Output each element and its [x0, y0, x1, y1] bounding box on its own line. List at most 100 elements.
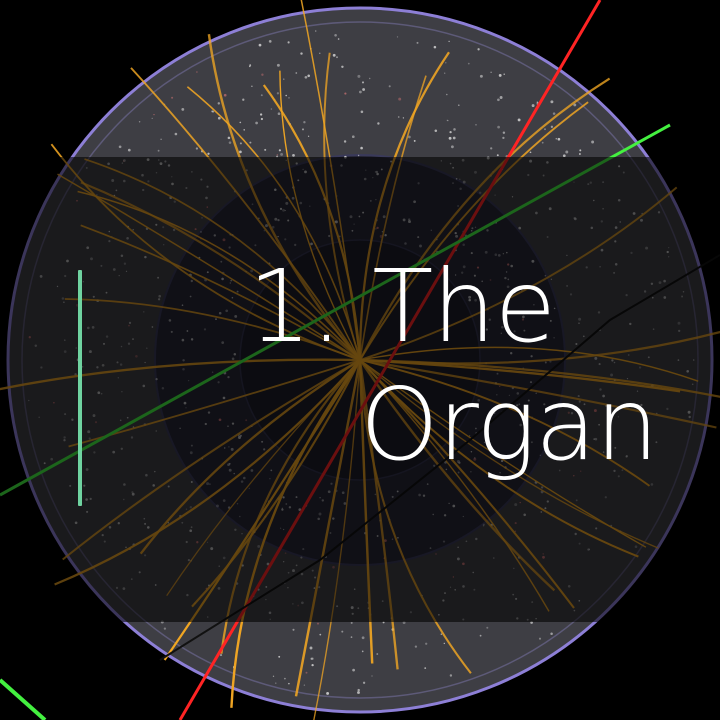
- detector-hit: [285, 94, 288, 97]
- detector-hit: [497, 98, 500, 102]
- detector-hit: [477, 48, 480, 51]
- detector-hit: [157, 149, 160, 152]
- detector-hit: [292, 628, 295, 631]
- detector-hit: [319, 52, 321, 54]
- detector-hit: [270, 108, 273, 110]
- detector-hit: [552, 112, 556, 115]
- detector-hit: [295, 72, 298, 74]
- detector-hit: [300, 52, 303, 55]
- detector-hit: [359, 90, 362, 94]
- detector-hit: [486, 626, 489, 629]
- detector-hit: [434, 129, 438, 132]
- detector-hit: [337, 38, 340, 40]
- detector-hit: [307, 135, 310, 137]
- detector-hit: [467, 62, 470, 65]
- detector-hit: [261, 73, 264, 76]
- detector-hit: [260, 94, 263, 97]
- detector-hit: [398, 97, 402, 101]
- detector-hit: [557, 137, 561, 141]
- detector-hit: [174, 132, 178, 136]
- detector-hit: [284, 677, 286, 680]
- detector-hit: [361, 650, 364, 653]
- detector-hit: [448, 40, 450, 43]
- detector-hit: [402, 117, 405, 119]
- detector-hit: [529, 151, 532, 154]
- slide-title-line-1: 1. The: [248, 248, 556, 365]
- detector-hit: [160, 138, 162, 140]
- detector-hit: [258, 43, 262, 47]
- detector-hit: [276, 63, 280, 67]
- detector-hit: [196, 71, 198, 73]
- detector-hit: [536, 101, 538, 103]
- detector-hit: [449, 130, 452, 134]
- detector-hit: [302, 128, 304, 131]
- detector-hit: [413, 139, 416, 142]
- detector-hit: [361, 636, 365, 640]
- detector-hit: [138, 121, 141, 123]
- detector-hit: [277, 112, 281, 116]
- detector-hit: [211, 110, 214, 113]
- detector-hit: [239, 121, 242, 124]
- detector-hit: [408, 135, 411, 139]
- detector-hit: [498, 73, 502, 77]
- detector-hit: [362, 681, 366, 684]
- detector-hit: [360, 110, 364, 114]
- detector-hit: [304, 75, 308, 79]
- detector-hit: [303, 121, 306, 124]
- detector-hit: [228, 141, 232, 144]
- detector-hit: [278, 149, 281, 152]
- detector-hit: [305, 671, 308, 674]
- detector-hit: [591, 140, 595, 144]
- detector-hit: [479, 634, 482, 637]
- detector-hit: [255, 121, 258, 125]
- detector-hit: [357, 691, 360, 694]
- detector-hit: [163, 627, 167, 630]
- detector-hit: [550, 125, 554, 128]
- detector-hit: [249, 64, 252, 66]
- detector-hit: [332, 53, 336, 57]
- detector-hit: [579, 149, 582, 152]
- detector-hit: [424, 667, 427, 669]
- detector-hit: [531, 104, 535, 108]
- detector-hit: [311, 657, 314, 660]
- detector-hit: [249, 65, 251, 68]
- detector-hit: [565, 150, 569, 154]
- detector-hit: [219, 654, 223, 657]
- detector-hit: [344, 92, 347, 95]
- detector-hit: [314, 30, 317, 32]
- detector-hit: [292, 154, 295, 157]
- detector-hit: [195, 147, 199, 150]
- detector-hit: [376, 653, 379, 655]
- detector-hit: [352, 668, 355, 672]
- detector-hit: [450, 145, 454, 149]
- detector-hit: [357, 688, 360, 692]
- detector-hit: [278, 655, 281, 658]
- detector-hit: [272, 675, 275, 677]
- detector-hit: [351, 135, 355, 139]
- detector-hit: [446, 119, 448, 121]
- detector-hit: [357, 74, 361, 78]
- detector-hit: [217, 116, 221, 120]
- detector-hit: [550, 632, 553, 635]
- detector-hit: [396, 36, 399, 38]
- detector-hit: [499, 96, 503, 99]
- detector-hit: [479, 74, 483, 78]
- detector-hit: [452, 136, 456, 140]
- detector-hit: [517, 118, 521, 122]
- detector-hit: [287, 41, 290, 44]
- detector-hit: [449, 674, 453, 677]
- detector-hit: [239, 150, 242, 154]
- detector-hit: [316, 622, 320, 625]
- detector-hit: [350, 621, 353, 624]
- detector-hit: [541, 141, 544, 144]
- detector-hit: [259, 113, 263, 116]
- detector-hit: [307, 74, 311, 78]
- detector-hit: [502, 131, 506, 134]
- detector-hit: [448, 136, 452, 140]
- detector-hit: [440, 633, 442, 635]
- title-banner: [0, 157, 720, 622]
- detector-hit: [334, 33, 337, 37]
- detector-hit: [457, 104, 460, 107]
- detector-hit: [341, 630, 344, 633]
- detector-hit: [361, 81, 365, 84]
